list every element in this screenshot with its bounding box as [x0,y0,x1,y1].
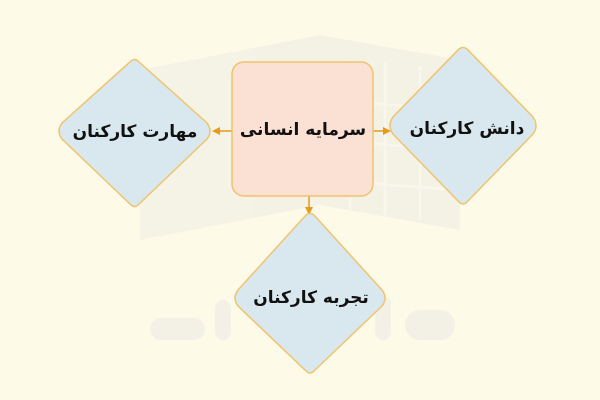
node-bottom-label: تجربه کارکنان [253,288,369,308]
node-left-label: مهارت کارکنان [72,122,198,142]
node-right-label: دانش کارکنان [409,119,525,139]
node-left [58,58,211,208]
edges [212,127,391,215]
node-bottom [234,212,386,374]
node-center-label: سرمایه انسانی [239,120,367,140]
node-right [389,46,537,205]
node-center [231,61,374,197]
